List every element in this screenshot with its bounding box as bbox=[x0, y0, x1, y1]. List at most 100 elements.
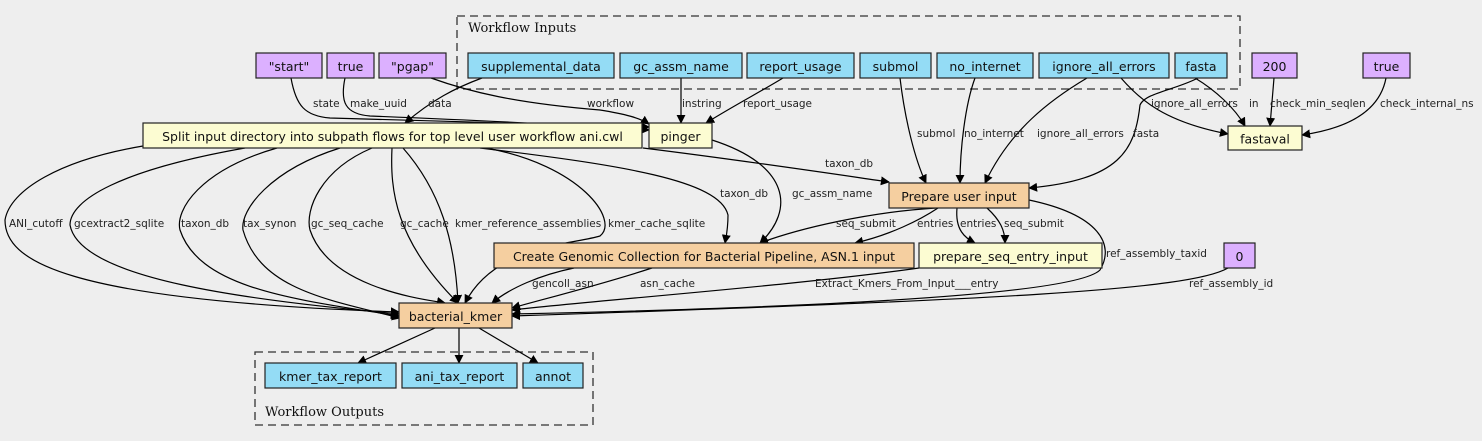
node-split[interactable]: Split input directory into subpath flows… bbox=[142, 122, 643, 149]
node-box[interactable] bbox=[619, 52, 743, 79]
node-c-pgap[interactable]: "pgap" bbox=[378, 52, 447, 79]
edge-c-true2-to-fastaval bbox=[1301, 77, 1387, 139]
edge-label: gc_seq_cache bbox=[311, 218, 384, 230]
edge-label: gcextract2_sqlite bbox=[74, 218, 164, 230]
edge-path bbox=[242, 147, 401, 321]
node-box[interactable] bbox=[522, 362, 584, 389]
workflow-inputs-label: Workflow Inputs bbox=[468, 21, 576, 36]
edge-label: ignore_all_errors bbox=[1151, 98, 1238, 110]
edge-path bbox=[705, 77, 784, 124]
node-box[interactable] bbox=[1227, 125, 1303, 151]
edge-path bbox=[955, 77, 976, 184]
workflow-outputs-label: Workflow Outputs bbox=[265, 405, 384, 420]
node-c-true2[interactable]: true bbox=[1362, 52, 1411, 79]
node-in-no-internet[interactable]: no_internet bbox=[936, 52, 1034, 79]
edge-in-report-usage-to-pinger bbox=[705, 77, 784, 124]
edge-path bbox=[1028, 77, 1199, 192]
node-label: fasta bbox=[1185, 59, 1216, 74]
node-prepare-seq-entry-input[interactable]: prepare_seq_entry_input bbox=[918, 242, 1103, 269]
node-prepare-user-input[interactable]: Prepare user input bbox=[888, 182, 1030, 209]
node-label: Split input directory into subpath flows… bbox=[162, 129, 623, 144]
node-box[interactable] bbox=[936, 52, 1034, 79]
edge-label: gencoll_asn bbox=[532, 278, 594, 290]
edge-split-to-bacterial-kmer bbox=[242, 147, 401, 321]
edge-path bbox=[479, 147, 731, 244]
node-label: Prepare user input bbox=[901, 189, 1016, 204]
node-c-start[interactable]: "start" bbox=[255, 52, 323, 79]
node-in-supplemental-data[interactable]: supplemental_data bbox=[467, 52, 615, 79]
node-in-ignore-all-errors[interactable]: ignore_all_errors bbox=[1038, 52, 1170, 79]
node-box[interactable] bbox=[1223, 242, 1256, 269]
edge-path bbox=[478, 327, 539, 364]
edge-path bbox=[357, 327, 436, 364]
node-label: "pgap" bbox=[391, 59, 434, 74]
node-box[interactable] bbox=[142, 122, 643, 149]
node-box[interactable] bbox=[1174, 52, 1228, 79]
edge-label: seq_submit bbox=[1004, 218, 1064, 230]
node-box[interactable] bbox=[1362, 52, 1411, 79]
node-box[interactable] bbox=[467, 52, 615, 79]
node-box[interactable] bbox=[398, 302, 513, 329]
node-in-fasta[interactable]: fasta bbox=[1174, 52, 1228, 79]
node-pinger[interactable]: pinger bbox=[648, 122, 713, 149]
node-in-report-usage[interactable]: report_usage bbox=[746, 52, 855, 79]
node-box[interactable] bbox=[326, 52, 375, 79]
edge-split-to-bacterial-kmer bbox=[4, 145, 400, 317]
node-label: "start" bbox=[269, 59, 310, 74]
edge-label: kmer_reference_assemblies bbox=[455, 218, 601, 230]
edge-in-no-internet-to-prepare-user-input bbox=[955, 77, 976, 184]
node-box[interactable] bbox=[648, 122, 713, 149]
node-box[interactable] bbox=[1038, 52, 1170, 79]
edge-path bbox=[402, 147, 463, 304]
node-label: supplemental_data bbox=[481, 59, 601, 74]
edge-path bbox=[984, 77, 1088, 184]
node-box[interactable] bbox=[918, 242, 1103, 269]
node-box[interactable] bbox=[401, 362, 518, 389]
node-label: ignore_all_errors bbox=[1052, 59, 1155, 74]
edge-label: ANI_cutoff bbox=[9, 218, 63, 230]
node-box[interactable] bbox=[255, 52, 323, 79]
node-label: fastaval bbox=[1240, 132, 1290, 147]
edge-label: check_min_seqlen bbox=[1270, 98, 1366, 110]
node-c-0[interactable]: 0 bbox=[1223, 242, 1256, 269]
edge-prepare-user-input-to-prepare-seq-entry-input bbox=[956, 207, 976, 244]
edge-label: asn_cache bbox=[640, 278, 695, 290]
node-in-submol[interactable]: submol bbox=[859, 52, 932, 79]
edge-label: entries bbox=[960, 218, 996, 230]
node-in-gc-assm-name[interactable]: gc_assm_name bbox=[619, 52, 743, 79]
edge-label: data bbox=[428, 98, 452, 110]
node-box[interactable] bbox=[888, 182, 1030, 209]
node-box[interactable] bbox=[264, 362, 397, 389]
node-out-kmer-tax-report[interactable]: kmer_tax_report bbox=[264, 362, 397, 389]
edge-label: ref_assembly_id bbox=[1189, 278, 1273, 290]
node-box[interactable] bbox=[1251, 52, 1298, 79]
edge-label: seq_submit bbox=[836, 218, 896, 230]
node-box[interactable] bbox=[859, 52, 932, 79]
node-fastaval[interactable]: fastaval bbox=[1227, 125, 1303, 151]
node-label: 200 bbox=[1263, 59, 1287, 74]
edges-layer bbox=[4, 77, 1387, 364]
node-label: kmer_tax_report bbox=[279, 369, 382, 384]
node-out-annot[interactable]: annot bbox=[522, 362, 584, 389]
edge-label: make_uuid bbox=[350, 98, 407, 110]
node-label: Create Genomic Collection for Bacterial … bbox=[513, 249, 895, 264]
edge-c-pgap-to-pinger bbox=[430, 77, 650, 125]
edge-label: report_usage bbox=[743, 98, 812, 110]
edge-in-ignore-all-errors-to-prepare-user-input bbox=[984, 77, 1088, 184]
node-bacterial-kmer[interactable]: bacterial_kmer bbox=[398, 302, 513, 329]
edge-label: state bbox=[313, 98, 340, 110]
node-create-gencoll[interactable]: Create Genomic Collection for Bacterial … bbox=[493, 242, 915, 269]
node-box[interactable] bbox=[746, 52, 855, 79]
node-box[interactable] bbox=[378, 52, 447, 79]
node-c-true1[interactable]: true bbox=[326, 52, 375, 79]
edge-pinger-to-create-gencoll bbox=[711, 139, 782, 244]
node-label: annot bbox=[535, 369, 571, 384]
edge-split-to-bacterial-kmer bbox=[402, 147, 463, 304]
node-box[interactable] bbox=[493, 242, 915, 269]
node-out-ani-tax-report[interactable]: ani_tax_report bbox=[401, 362, 518, 389]
node-c-200[interactable]: 200 bbox=[1251, 52, 1298, 79]
node-label: ani_tax_report bbox=[415, 369, 505, 384]
node-label: prepare_seq_entry_input bbox=[933, 249, 1088, 264]
edge-split-to-bacterial-kmer bbox=[308, 147, 446, 306]
